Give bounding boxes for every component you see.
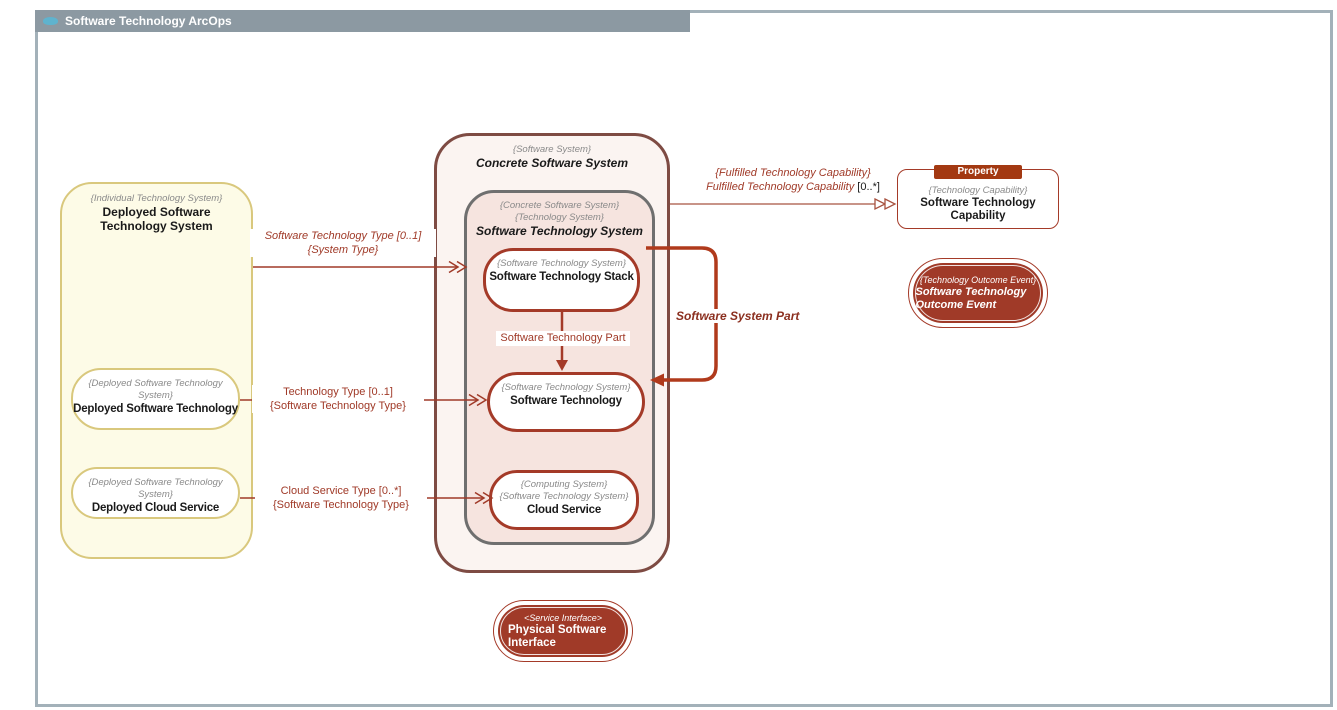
node-name: Deployed Software Technology <box>73 403 238 415</box>
node-physical-software-interface[interactable]: <Service Interface> Physical Software In… <box>493 600 633 662</box>
relation-label-software-technology-part: Software Technology Part <box>496 331 630 346</box>
node-stereotype: {Deployed Software Technology System} <box>88 477 223 500</box>
relation-label-technology-type: Technology Type [0..1] {Software Technol… <box>252 385 424 413</box>
diagram-title: Software Technology ArcOps <box>65 14 232 28</box>
node-stereotype: {Software System} <box>512 144 592 155</box>
node-name: Cloud Service <box>526 504 602 516</box>
node-stereotype: {Technology System} <box>515 212 604 223</box>
node-name: Software Technology System <box>476 224 643 238</box>
node-software-technology-outcome-event[interactable]: {Technology Outcome Event} Software Tech… <box>908 258 1048 328</box>
node-deployed-cloud-service[interactable]: {Deployed Software Technology System} De… <box>71 467 240 519</box>
node-stereotype: {Individual Technology System} <box>90 193 223 204</box>
relation-label-cloud-service-type: Cloud Service Type [0..*] {Software Tech… <box>255 484 427 512</box>
relation-label-software-system-part: Software System Part <box>674 309 802 323</box>
node-stereotype: {Software Technology System} <box>501 382 631 393</box>
node-stereotype: {Software Technology System} <box>499 491 629 502</box>
node-software-technology-capability[interactable]: Property {Technology Capability} Softwar… <box>897 165 1059 229</box>
cloud-icon <box>43 17 58 25</box>
node-stereotype: {Concrete Software System} <box>499 200 620 211</box>
node-stereotype: {Technology Capability} <box>928 185 1028 196</box>
node-stereotype: <Service Interface> <box>523 612 603 623</box>
node-stereotype: {Technology Outcome Event} <box>919 274 1037 285</box>
node-stereotype: {Computing System} <box>520 479 608 490</box>
node-name: Software Technology <box>510 395 622 407</box>
node-name: Software Technology Outcome Event <box>915 285 1027 311</box>
node-deployed-software-technology[interactable]: {Deployed Software Technology System} De… <box>71 368 240 430</box>
node-name: Physical Software Interface <box>508 623 607 649</box>
node-software-technology[interactable]: {Software Technology System} Software Te… <box>487 372 645 432</box>
node-name: Concrete Software System <box>475 156 629 170</box>
node-name: Software Technology Capability <box>920 197 1036 222</box>
node-name: Deployed Cloud Service <box>91 502 220 514</box>
node-name: Software Technology Stack <box>489 271 634 283</box>
relation-label-fulfilled-technology-capability: {Fulfilled Technology Capability} Fulfil… <box>706 167 880 193</box>
property-tab: Property <box>934 165 1022 179</box>
diagram-title-bar[interactable]: Software Technology ArcOps <box>35 10 690 32</box>
node-name: Deployed Software Technology System <box>100 205 213 233</box>
relation-label-software-technology-type: Software Technology Type [0..1] {System … <box>250 229 436 257</box>
node-stereotype: {Software Technology System} <box>496 258 627 269</box>
node-cloud-service[interactable]: {Computing System} {Software Technology … <box>489 470 639 530</box>
node-software-technology-stack[interactable]: {Software Technology System} Software Te… <box>483 248 640 312</box>
node-stereotype: {Deployed Software Technology System} <box>88 378 223 401</box>
